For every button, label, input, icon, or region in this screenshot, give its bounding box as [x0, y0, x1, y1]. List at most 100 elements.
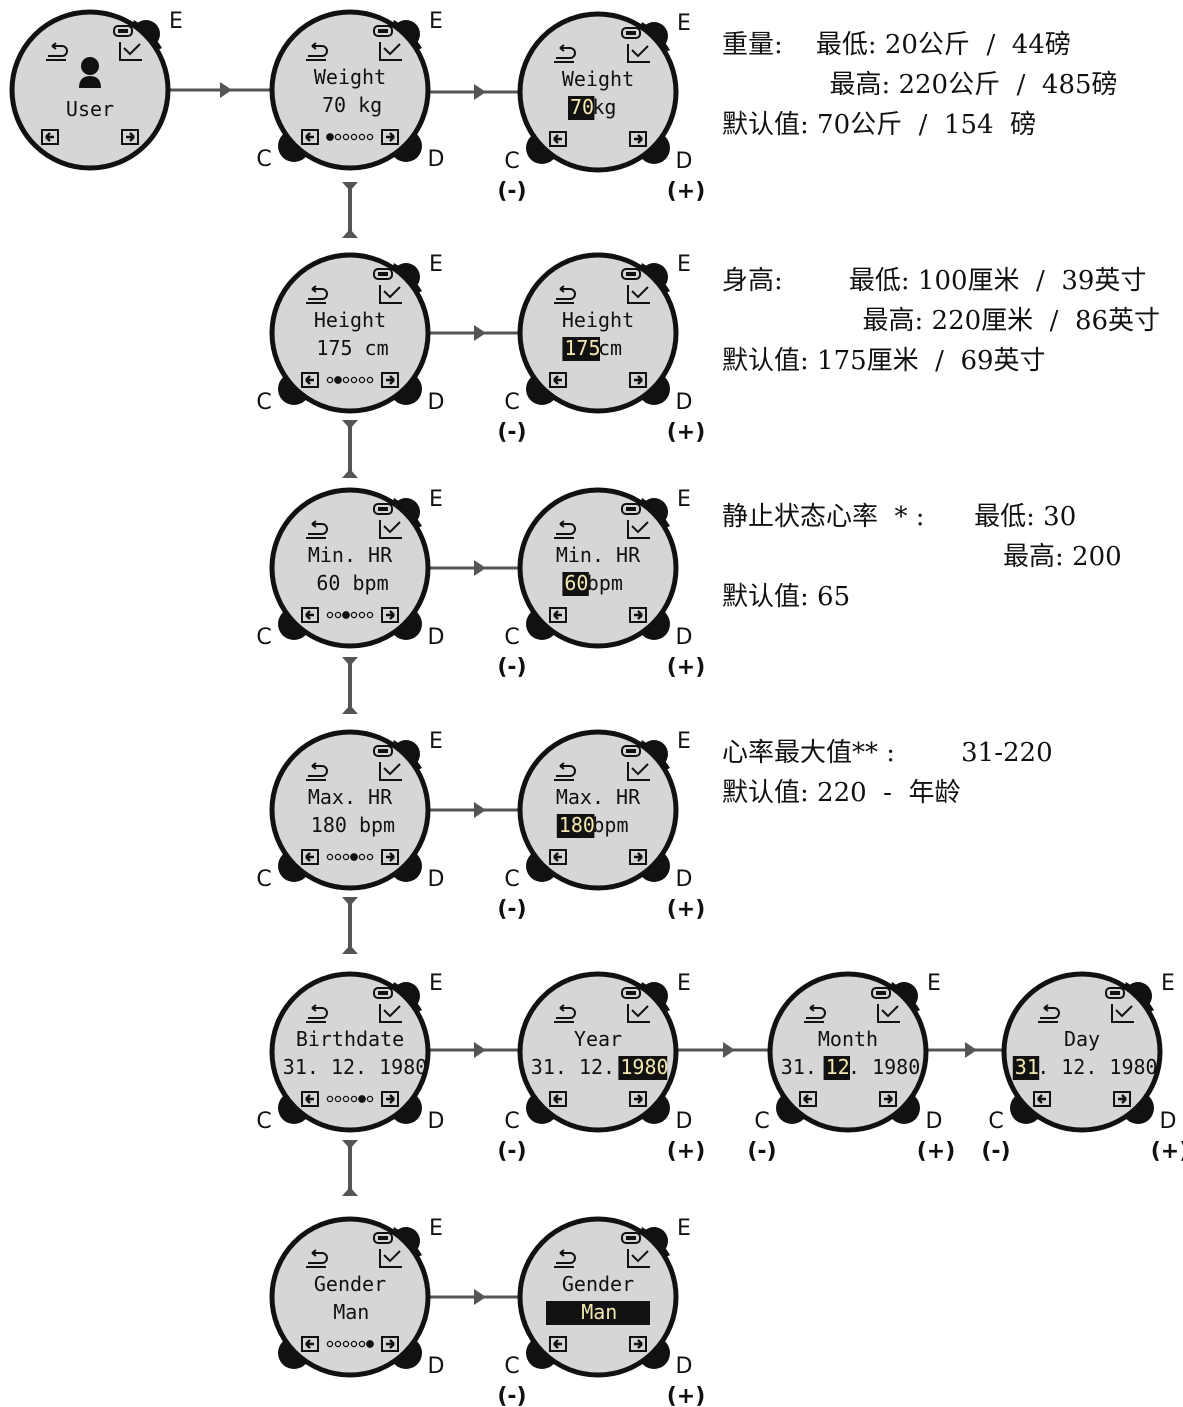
right-arrow-icon[interactable] — [381, 607, 399, 623]
value-highlight — [1012, 1056, 1040, 1080]
check-icon[interactable] — [379, 285, 402, 304]
check-icon[interactable] — [627, 762, 650, 781]
back-icon[interactable] — [554, 285, 576, 304]
note-line: 最高: 200 — [722, 542, 1122, 572]
plus-label: (+) — [1151, 1139, 1183, 1164]
back-icon[interactable] — [306, 520, 328, 539]
check-icon[interactable] — [877, 1004, 900, 1023]
check-icon[interactable] — [379, 42, 402, 61]
check-icon[interactable] — [627, 1004, 650, 1023]
flow-arrow — [220, 82, 232, 98]
back-icon[interactable] — [306, 42, 328, 61]
check-icon[interactable] — [627, 520, 650, 539]
back-icon[interactable] — [554, 1004, 576, 1023]
left-arrow-icon[interactable] — [41, 129, 59, 145]
page-dots — [326, 611, 374, 619]
left-arrow-icon[interactable] — [301, 849, 319, 865]
page-dots — [326, 133, 374, 141]
left-arrow-icon[interactable] — [549, 1336, 567, 1352]
page-dot — [358, 133, 366, 141]
right-arrow-icon[interactable] — [381, 1091, 399, 1107]
right-arrow-icon[interactable] — [629, 131, 647, 147]
left-arrow-icon[interactable] — [301, 1336, 319, 1352]
watch-value: 60 bpm — [316, 571, 388, 595]
check-icon[interactable] — [379, 762, 402, 781]
button-d-label: D — [676, 1109, 693, 1134]
back-icon[interactable] — [804, 1004, 826, 1023]
right-arrow-icon[interactable] — [121, 129, 139, 145]
note-line: 默认值: 65 — [722, 582, 851, 612]
right-arrow-icon[interactable] — [629, 372, 647, 388]
left-arrow-icon[interactable] — [549, 1091, 567, 1107]
check-icon[interactable] — [379, 1004, 402, 1023]
check-icon[interactable] — [119, 42, 142, 61]
page-dot — [366, 376, 374, 384]
back-icon[interactable] — [306, 285, 328, 304]
left-arrow-icon[interactable] — [549, 849, 567, 865]
flow-arrow — [474, 1289, 486, 1305]
watch-title: Gender — [562, 1272, 634, 1296]
left-arrow-icon[interactable] — [301, 1091, 319, 1107]
back-icon[interactable] — [554, 762, 576, 781]
back-icon[interactable] — [1038, 1004, 1060, 1023]
check-icon[interactable] — [379, 520, 402, 539]
left-arrow-icon[interactable] — [799, 1091, 817, 1107]
page-dot — [358, 853, 366, 861]
button-e-label: E — [429, 971, 443, 996]
back-icon[interactable] — [554, 1249, 576, 1268]
check-icon[interactable] — [627, 285, 650, 304]
value-part: 70 kg — [322, 93, 382, 117]
button-d-label: D — [428, 625, 445, 650]
button-e-label: E — [169, 9, 183, 34]
right-arrow-icon[interactable] — [381, 372, 399, 388]
watch-dial — [269, 252, 431, 414]
left-arrow-icon[interactable] — [301, 129, 319, 145]
left-arrow-icon[interactable] — [549, 372, 567, 388]
check-icon[interactable] — [627, 1249, 650, 1268]
right-arrow-icon[interactable] — [1113, 1091, 1131, 1107]
watch-value: 180 bpm — [556, 813, 629, 838]
back-icon[interactable] — [554, 44, 576, 63]
watch-value: 175 cm — [562, 336, 622, 361]
page-dot — [358, 611, 366, 619]
back-icon[interactable] — [554, 520, 576, 539]
value-part: bpm — [592, 813, 628, 837]
back-icon[interactable] — [46, 42, 68, 61]
page-dot-active — [334, 376, 342, 384]
right-arrow-icon[interactable] — [629, 849, 647, 865]
note-line: 默认值: 175厘米 / 69英寸 — [722, 346, 1046, 376]
value-part: bpm — [587, 571, 623, 595]
watch-title: Day — [1064, 1027, 1100, 1051]
left-arrow-icon[interactable] — [549, 131, 567, 147]
right-arrow-icon[interactable] — [381, 129, 399, 145]
right-arrow-icon[interactable] — [629, 607, 647, 623]
check-icon[interactable] — [379, 1249, 402, 1268]
left-arrow-icon[interactable] — [301, 372, 319, 388]
back-icon[interactable] — [306, 1004, 328, 1023]
down-arrow — [342, 1140, 358, 1149]
check-icon[interactable] — [1111, 1004, 1134, 1023]
left-arrow-icon[interactable] — [301, 607, 319, 623]
button-c-label: C — [504, 1354, 519, 1379]
back-icon[interactable] — [306, 1249, 328, 1268]
up-arrow — [342, 229, 358, 238]
left-arrow-icon[interactable] — [1033, 1091, 1051, 1107]
connectors — [168, 82, 1004, 1305]
check-icon[interactable] — [627, 44, 650, 63]
page-dot — [358, 1340, 366, 1348]
right-arrow-icon[interactable] — [879, 1091, 897, 1107]
right-arrow-icon[interactable] — [629, 1336, 647, 1352]
page-dot — [366, 611, 374, 619]
note-line: 心率最大值** : 31-220 — [722, 738, 1053, 768]
right-arrow-icon[interactable] — [381, 1336, 399, 1352]
right-arrow-icon[interactable] — [629, 1091, 647, 1107]
battery-icon — [621, 27, 641, 39]
note-line: 最高: 220厘米 / 86英寸 — [722, 306, 1161, 336]
left-arrow-icon[interactable] — [549, 607, 567, 623]
battery-icon — [621, 987, 641, 999]
back-icon[interactable] — [306, 762, 328, 781]
right-arrow-icon[interactable] — [381, 849, 399, 865]
